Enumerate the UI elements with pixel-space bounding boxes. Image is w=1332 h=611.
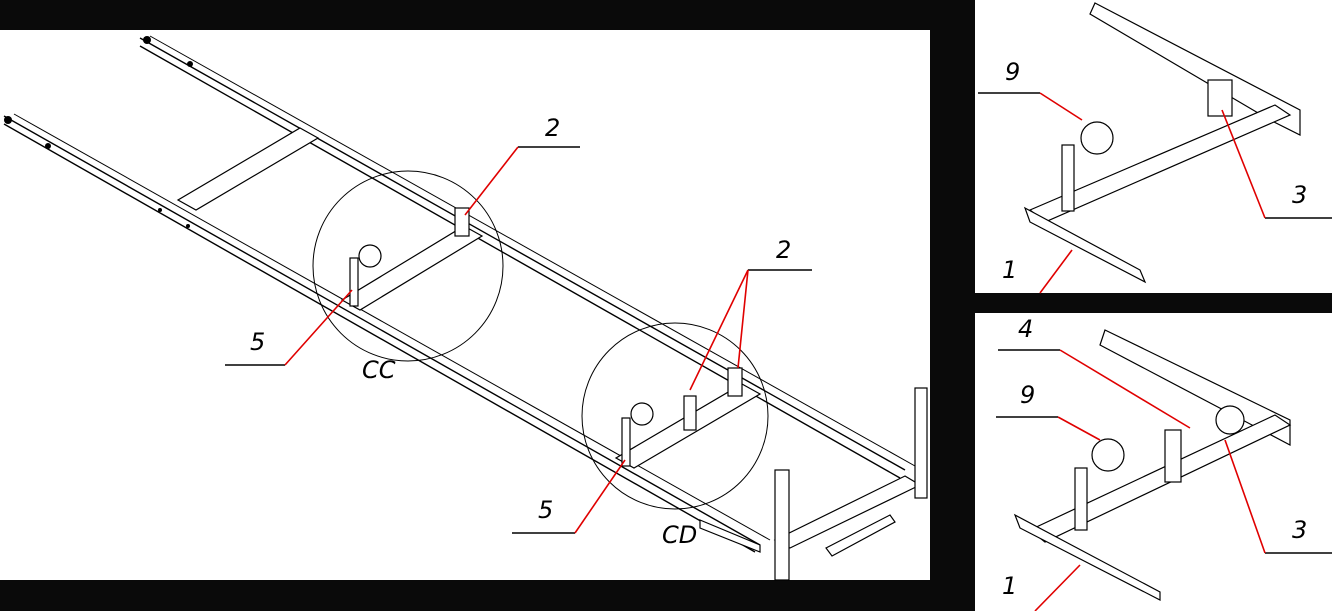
callout-1-top: 1 — [1002, 256, 1017, 284]
detail-label-cc: CC — [362, 356, 396, 384]
leader-9-bottom — [1057, 416, 1101, 441]
ladder-back-rail — [139, 35, 916, 479]
detail-cd-drawing — [1013, 329, 1292, 601]
leader-3-bottom — [1224, 439, 1266, 554]
detail-label-cd: CD — [662, 521, 697, 549]
callout-3-top: 3 — [1292, 181, 1307, 209]
callout-2-right: 2 — [776, 236, 791, 264]
pipe-clamps-main — [349, 207, 743, 467]
leader-9-top — [1039, 92, 1083, 121]
callout-5-bottom: 5 — [538, 496, 553, 524]
main-view-panel — [0, 30, 930, 580]
detail-cc-drawing — [1023, 2, 1301, 284]
leader-2-right-b — [737, 269, 749, 369]
leader-1-top — [1039, 249, 1073, 294]
leader-3-top — [1221, 109, 1266, 219]
support-stands — [699, 387, 928, 581]
callout-4-bottom: 4 — [1018, 315, 1033, 343]
leader-5-bottom — [574, 459, 626, 534]
callout-3-bottom: 3 — [1292, 516, 1307, 544]
detail-cc-circle — [312, 170, 504, 362]
leader-2-top — [464, 146, 519, 216]
leader-2-right-a — [689, 269, 749, 391]
leader-5-left — [284, 289, 353, 366]
callout-9-bottom: 9 — [1020, 381, 1035, 409]
callout-5-left: 5 — [250, 328, 265, 356]
callout-9-top: 9 — [1005, 58, 1020, 86]
leader-1-bottom — [1034, 564, 1081, 611]
rail-bolts — [4, 36, 193, 228]
detail-cd-circle — [581, 322, 769, 510]
leader-4-bottom — [1059, 349, 1191, 429]
callout-2-top: 2 — [545, 114, 560, 142]
ladder-front-rail — [3, 113, 771, 553]
callout-1-bottom: 1 — [1002, 572, 1017, 600]
